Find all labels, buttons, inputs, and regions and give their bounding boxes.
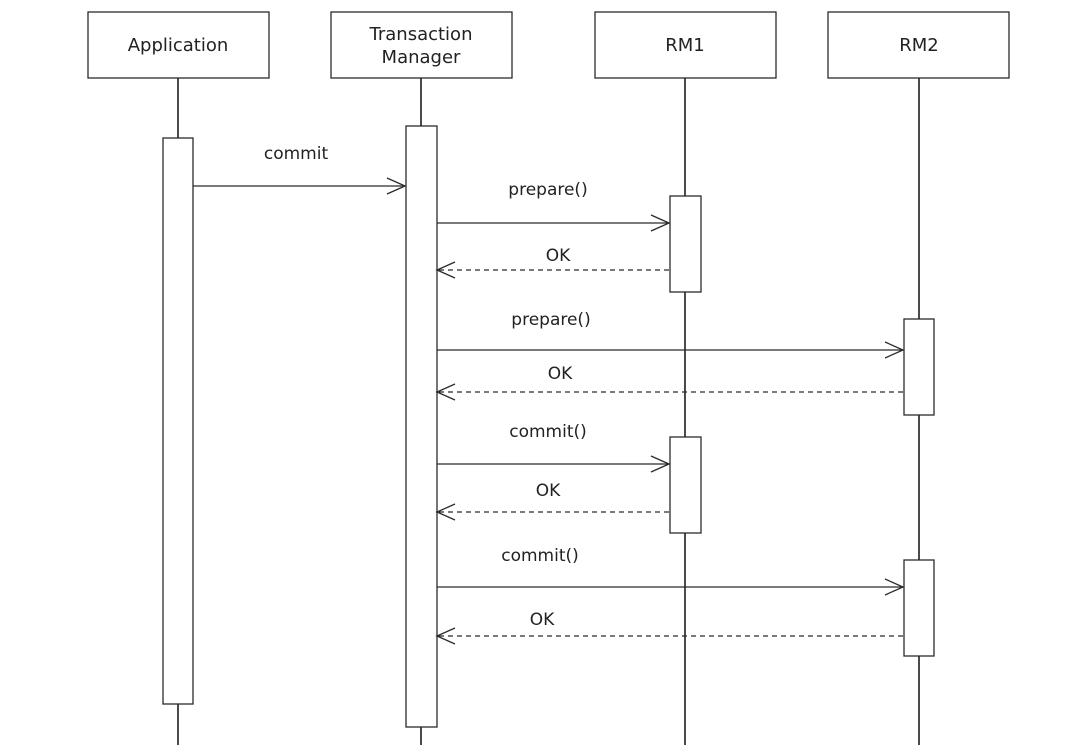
message-ok-rm2-to-tm-commit: OK [435, 610, 903, 645]
arrowhead-right-icon [650, 455, 671, 473]
participant-transaction-manager: Transaction Manager [330, 11, 513, 79]
activation-rm1-prepare [669, 195, 702, 293]
lifelines [177, 78, 920, 745]
activations [162, 125, 935, 728]
message-label: OK [548, 364, 573, 384]
activation-rm2-commit [903, 559, 935, 657]
participant-application: Application [87, 11, 270, 79]
arrowhead-left-icon [435, 627, 456, 645]
participant-box-rm2 [827, 11, 1010, 79]
message-label: prepare() [508, 180, 587, 200]
arrowhead-right-icon [386, 177, 407, 195]
activation-application [162, 137, 194, 705]
participant-label-transaction-manager-line2: Manager [382, 47, 461, 68]
message-ok-rm2-to-tm: OK [435, 364, 903, 401]
activation-rm2-prepare [903, 318, 935, 416]
arrowhead-left-icon [435, 383, 456, 401]
message-commit-tm-to-rm2: commit() [437, 546, 905, 596]
message-prepare-tm-to-rm2: prepare() [437, 310, 905, 359]
participant-label-rm1: RM1 [665, 35, 705, 56]
arrowhead-right-icon [884, 341, 905, 359]
message-commit-tm-to-rm1: commit() [437, 422, 671, 473]
participant-label-application: Application [128, 35, 229, 56]
participant-label-rm2: RM2 [899, 35, 939, 56]
message-label: commit [264, 144, 329, 164]
arrowhead-right-icon [650, 214, 671, 232]
message-label: OK [546, 246, 571, 266]
participant-box-transaction-manager [330, 11, 513, 79]
participant-rm2: RM2 [827, 11, 1010, 79]
message-label: commit() [501, 546, 579, 566]
activation-transaction-manager [405, 125, 438, 728]
arrowhead-right-icon [884, 578, 905, 596]
message-label: commit() [509, 422, 587, 442]
message-prepare-tm-to-rm1: prepare() [437, 180, 671, 232]
message-label: OK [536, 481, 561, 501]
arrowhead-left-icon [435, 503, 456, 521]
activation-rm1-commit [669, 436, 702, 534]
participant-box-application [87, 11, 270, 79]
message-commit-app-to-tm: commit [193, 144, 407, 195]
message-ok-rm1-to-tm-commit: OK [435, 481, 669, 521]
message-label: OK [530, 610, 555, 630]
participant-rm1: RM1 [594, 11, 777, 79]
participant-label-transaction-manager-line1: Transaction [369, 24, 473, 45]
participant-box-rm1 [594, 11, 777, 79]
message-ok-rm1-to-tm: OK [435, 246, 669, 279]
arrowhead-left-icon [435, 261, 456, 279]
message-label: prepare() [511, 310, 590, 330]
